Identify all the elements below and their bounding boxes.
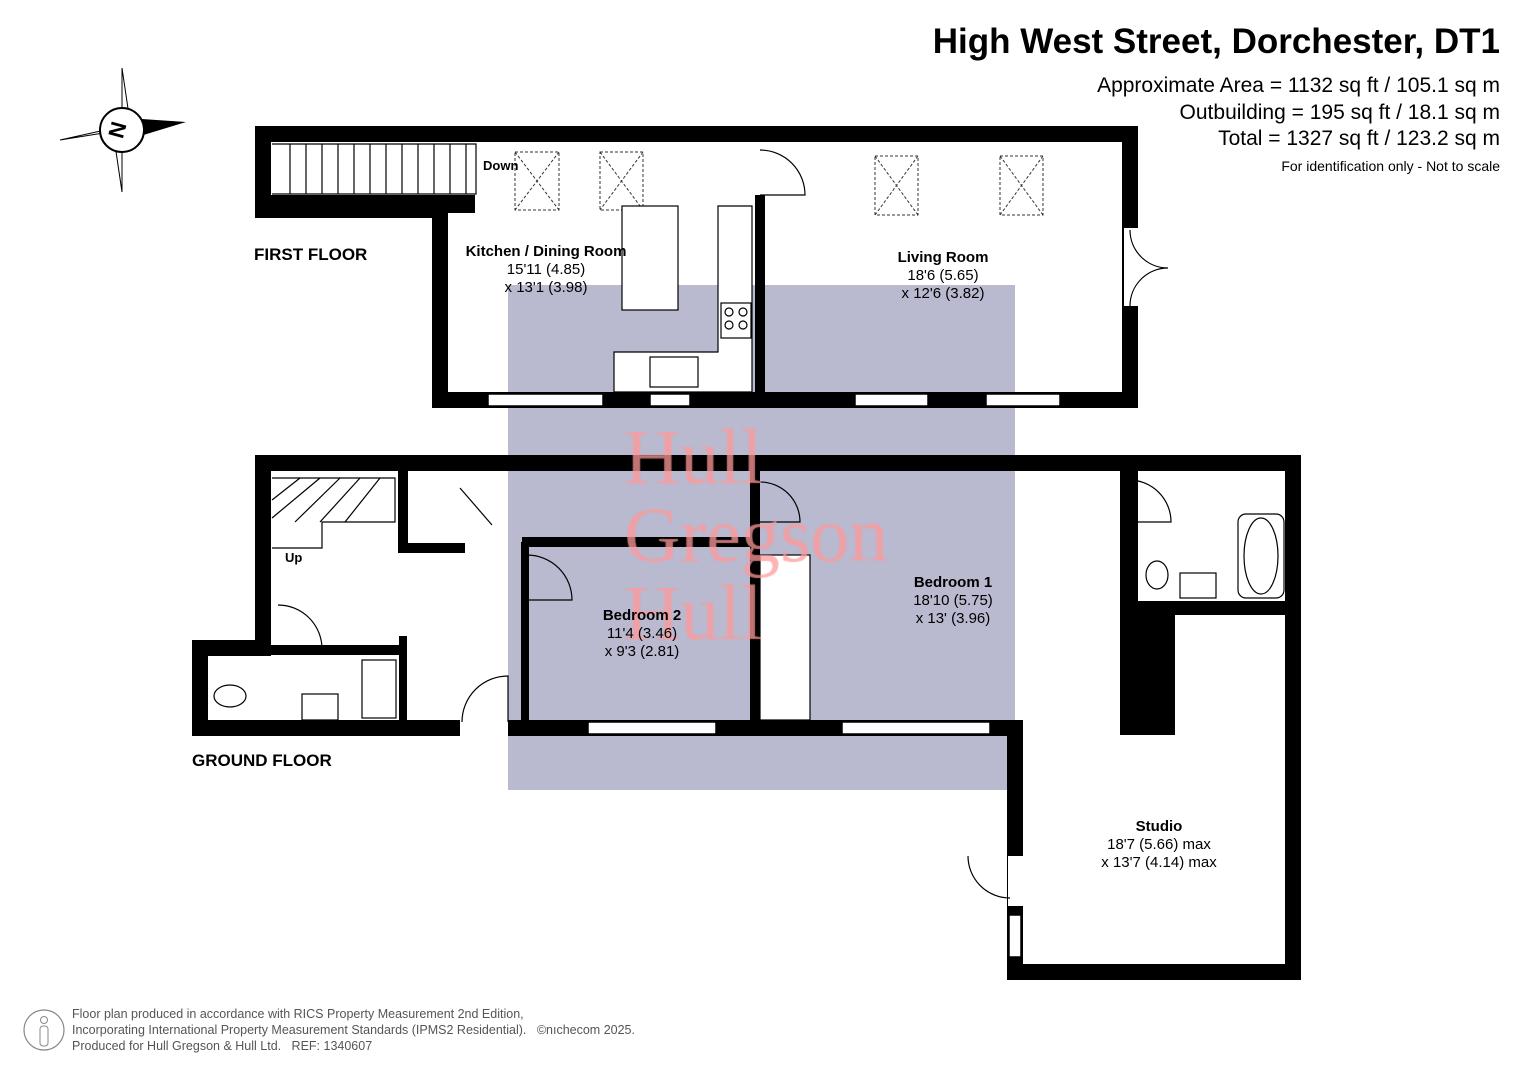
- total-area: Total = 1327 sq ft / 123.2 sq m: [1218, 127, 1500, 150]
- footer-line: Produced for Hull Gregson & Hull Ltd. RE…: [72, 1039, 373, 1053]
- chimney-block: [1120, 615, 1175, 735]
- door-swing: [526, 554, 573, 601]
- door-swing: [461, 675, 509, 723]
- door-gap: [1008, 856, 1023, 906]
- window: [587, 721, 717, 735]
- watermark-logo: [620, 420, 940, 660]
- footer-line: Incorporating International Property Mea…: [72, 1023, 635, 1037]
- door-gap: [462, 720, 508, 736]
- kitchen-island: [621, 205, 679, 311]
- compass-icon: [59, 67, 186, 193]
- skylight: [514, 151, 560, 211]
- door-swing: [967, 855, 1011, 899]
- footer-text: Floor plan produced in accordance with R…: [72, 1006, 635, 1054]
- door-swing: [277, 604, 323, 650]
- stairs-first: [272, 143, 477, 195]
- sink-icon: [649, 356, 699, 388]
- toilet-icon: [213, 684, 247, 708]
- cupboard-wall: [398, 470, 465, 553]
- footer-line: Floor plan produced in accordance with R…: [72, 1007, 524, 1021]
- approximate-area: Approximate Area = 1132 sq ft / 105.1 sq…: [1097, 74, 1500, 97]
- ground-floor-label: GROUND FLOOR: [192, 751, 332, 770]
- stairs-down-label: Down: [483, 158, 519, 173]
- door-swing: [1128, 479, 1172, 523]
- first-floor-label: FIRST FLOOR: [254, 245, 368, 264]
- stairs-up-label: Up: [285, 550, 303, 565]
- property-title: High West Street, Dorchester, DT1: [932, 22, 1500, 61]
- outbuilding-area: Outbuilding = 195 sq ft / 18.1 sq m: [1179, 101, 1500, 124]
- hob-icon: [720, 302, 752, 339]
- window: [841, 721, 991, 735]
- shower-tray: [361, 659, 397, 719]
- scale-note: For identification only - Not to scale: [1281, 158, 1500, 174]
- door-swing: [1129, 229, 1169, 307]
- skylight: [999, 155, 1044, 216]
- door-swing: [459, 487, 493, 526]
- skylight: [874, 155, 919, 216]
- window: [487, 393, 604, 407]
- basin-icon: [301, 693, 339, 721]
- person-icon: [23, 1009, 65, 1051]
- stairs-ground: [272, 477, 396, 549]
- toilet-icon: [1145, 560, 1169, 590]
- door-swing: [759, 149, 806, 196]
- basin-icon: [1179, 572, 1217, 599]
- kitchen-worktop: [613, 205, 753, 393]
- window: [854, 393, 929, 407]
- window: [649, 393, 691, 407]
- window: [1008, 914, 1022, 958]
- window: [985, 393, 1061, 407]
